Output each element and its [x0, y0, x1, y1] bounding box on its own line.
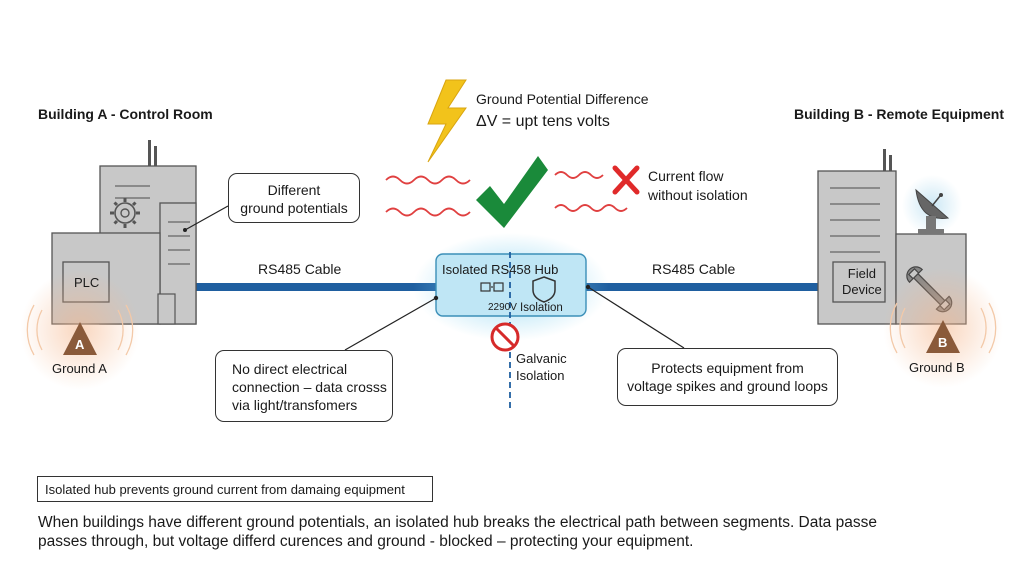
- galvanic-line2: Isolation: [516, 368, 565, 383]
- pointer-no-direct: [344, 297, 437, 351]
- callout-no-direct-line1: No direct electrical: [232, 361, 348, 377]
- gpd-title: Ground Potential Difference: [476, 91, 649, 107]
- pointer-different-ground: [184, 205, 229, 231]
- callout-no-direct-line3: via light/transfomers: [232, 397, 358, 413]
- caption-box: Isolated hub prevents ground current fro…: [37, 476, 433, 502]
- isolator-icon: [480, 282, 504, 292]
- gpd-formula: ΔV = upt tens volts: [476, 113, 610, 130]
- plc-label: PLC: [74, 275, 100, 290]
- cable-left-label: RS485 Cable: [258, 261, 342, 277]
- ground-a-label: Ground A: [52, 361, 107, 376]
- callout-protects-line1: Protects equipment from: [651, 360, 804, 376]
- ground-b-label: Ground B: [909, 360, 965, 375]
- description: When buildings have different ground pot…: [38, 513, 998, 551]
- field-device-line2: Device: [842, 282, 882, 297]
- cable-right-label: RS485 Cable: [652, 261, 736, 277]
- building-a-title: Building A - Control Room: [38, 106, 213, 122]
- field-device-label: Field Device: [842, 266, 882, 298]
- ground-a-marker: [20, 270, 140, 390]
- current-flow-line2: without isolation: [648, 187, 748, 203]
- wave-right-icon: [554, 171, 628, 212]
- callout-protects: Protects equipment from voltage spikes a…: [617, 348, 838, 406]
- hub-isolation-label: Isolation: [520, 302, 563, 314]
- wave-left-icon: [385, 175, 471, 217]
- callout-different-ground: Different ground potentials: [228, 173, 360, 223]
- rs485-cable-left: [196, 283, 436, 291]
- hub-voltage: 2290V: [488, 302, 517, 313]
- cross-icon: [612, 165, 640, 195]
- galvanic-line1: Galvanic: [516, 351, 567, 366]
- shield-icon: [532, 276, 556, 303]
- description-line1: When buildings have different ground pot…: [38, 514, 877, 531]
- description-line2: passes through, but voltage differd cure…: [38, 533, 694, 550]
- callout-different-ground-line1: Different: [267, 182, 321, 198]
- field-device-line1: Field: [847, 266, 876, 281]
- no-entry-icon: [490, 322, 520, 352]
- ground-b-marker: [883, 268, 1003, 388]
- ground-b-letter: B: [938, 335, 948, 350]
- satellite-dish-icon: [902, 175, 962, 235]
- current-flow-label: Current flow without isolation: [648, 167, 748, 205]
- check-icon: [476, 156, 548, 228]
- pointer-protects: [587, 286, 685, 349]
- gear-icon: [110, 198, 140, 228]
- callout-protects-line2: voltage spikes and ground loops: [627, 378, 828, 394]
- callout-no-direct-connection: No direct electrical connection – data c…: [215, 350, 393, 422]
- building-b-title: Building B - Remote Equipment: [794, 106, 1004, 122]
- current-flow-line1: Current flow: [648, 168, 724, 184]
- hub-title: Isolated RS458 Hub: [442, 262, 559, 277]
- galvanic-isolation-label: Galvanic Isolation: [516, 350, 567, 384]
- lightning-icon: [427, 79, 467, 163]
- callout-no-direct-line2: connection – data crosss: [232, 379, 387, 395]
- callout-different-ground-line2: ground potentials: [240, 200, 348, 216]
- rs485-cable-right: [586, 283, 818, 291]
- ground-a-letter: A: [75, 337, 85, 352]
